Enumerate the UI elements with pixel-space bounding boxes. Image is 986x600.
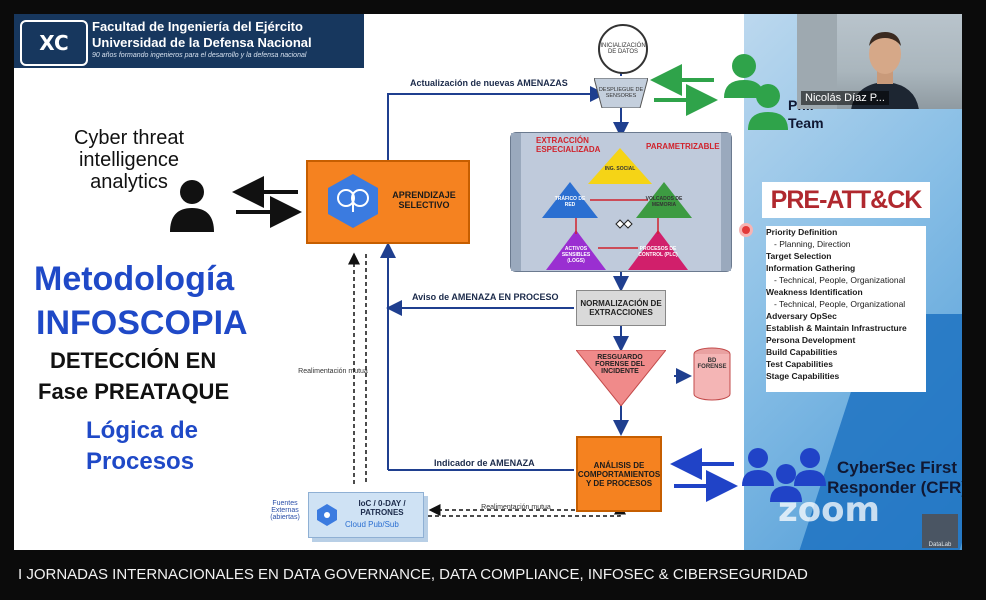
sensors-shape bbox=[594, 78, 648, 108]
learning-label: APRENDIZAJE SELECTIVO bbox=[392, 190, 456, 210]
param-label: PARAMETRIZABLE bbox=[646, 142, 720, 151]
init-circle: INICIALIZACIÓN DE DATOS bbox=[598, 24, 648, 74]
extraction-title: EXTRACCIÓN ESPECIALIZADA bbox=[536, 136, 601, 154]
datalab-logo: DataLab bbox=[922, 514, 958, 548]
resguardo-shape bbox=[576, 350, 666, 406]
title-deteccion: DETECCIÓN EN bbox=[50, 348, 217, 373]
realim-label-1: Realimentación mutua bbox=[298, 368, 368, 375]
header-line-1: Facultad de Ingeniería del Ejército bbox=[92, 19, 303, 34]
ioc-label: IoC / 0-DAY / PATRONES bbox=[358, 499, 406, 517]
brain-icon bbox=[328, 174, 378, 228]
pre-attack-list: Priority Definition - Planning, Directio… bbox=[766, 226, 926, 392]
pre-item: Adversary OpSec bbox=[766, 311, 837, 321]
title-logica: Lógica de bbox=[86, 417, 199, 444]
extraction-triangles bbox=[542, 148, 692, 270]
pre-item: Target Selection bbox=[766, 251, 832, 261]
pre-item: - Technical, People, Organizational bbox=[774, 275, 906, 285]
pre-item: - Planning, Direction bbox=[774, 239, 851, 249]
resguardo-label: RESGUARDO FORENSE DEL INCIDENTE bbox=[595, 354, 645, 375]
title-procesos: Procesos bbox=[86, 448, 195, 475]
panel-right-strip bbox=[721, 133, 731, 271]
indicador-label: Indicador de AMENAZA bbox=[434, 458, 535, 468]
tri-mem: VOLCADOS DE MEMORIA bbox=[645, 196, 683, 208]
realim-label-2: Realimentación mutua bbox=[481, 504, 551, 511]
pre-item: Weakness Identification bbox=[766, 287, 863, 297]
diagram-connectors bbox=[232, 49, 738, 517]
user-icon bbox=[170, 180, 214, 232]
analysis-box: ANÁLISIS DE COMPORTAMIENTOS Y DE PROCESO… bbox=[576, 436, 662, 512]
pre-item: Build Capabilities bbox=[766, 347, 838, 357]
responders-icon bbox=[742, 448, 826, 502]
learning-box: APRENDIZAJE SELECTIVO bbox=[306, 160, 470, 244]
pre-item: Test Capabilities bbox=[766, 359, 833, 369]
team-icon bbox=[724, 54, 788, 130]
tri-plc: PROCESOS DE CONTROL (PLC) bbox=[638, 246, 678, 258]
pointer-dot bbox=[742, 226, 750, 234]
tri-logs: ACTIVOS SENSIBLES (LOGS) bbox=[561, 246, 591, 264]
tri-red: TRÁFICO DE RED bbox=[554, 196, 586, 208]
title-infoscopia: INFOSCOPIA bbox=[36, 304, 248, 342]
cloud-label: Cloud Pub/Sub bbox=[345, 520, 399, 529]
header-tagline: 90 años formando ingenieros para el desa… bbox=[92, 52, 307, 59]
participant-name: Nicolás Díaz P... bbox=[801, 91, 889, 105]
zoom-watermark: zoom bbox=[778, 490, 880, 530]
cti-label: Cyber threat intelligence analytics bbox=[73, 127, 185, 193]
tri-social: ING. SOCIAL bbox=[604, 166, 636, 172]
pre-item: Information Gathering bbox=[766, 263, 856, 273]
pre-item: Establish & Maintain Infrastructure bbox=[766, 323, 907, 333]
cfr-label: CyberSec First Responder (CFR) bbox=[827, 458, 962, 497]
speaker-video-tile[interactable]: Nicolás Díaz P... bbox=[797, 14, 962, 109]
sensors-label: DESPLIEGUE DE SENSORES bbox=[598, 87, 644, 99]
title-fase-preataque: Fase PREATAQUE bbox=[38, 379, 230, 404]
normalization-box: NORMALIZACIÓN DE EXTRACCIONES bbox=[576, 290, 666, 326]
pubsub-icon bbox=[317, 504, 337, 526]
header-line-2: Universidad de la Defensa Nacional bbox=[92, 35, 312, 50]
pre-item: Persona Development bbox=[766, 335, 856, 345]
update-label: Actualización de nuevas AMENAZAS bbox=[410, 78, 568, 88]
bd-forense-label: BD FORENSE bbox=[697, 358, 727, 370]
faculty-header: XC Facultad de Ingeniería del Ejército U… bbox=[14, 14, 364, 68]
faculty-logo: XC bbox=[20, 20, 88, 66]
pre-item: Priority Definition bbox=[766, 227, 838, 237]
event-caption: I JORNADAS INTERNACIONALES EN DATA GOVER… bbox=[18, 566, 808, 583]
aviso-label: Aviso de AMENAZA EN PROCESO bbox=[412, 292, 559, 302]
fuentes-label: Fuentes Externas (abiertas) bbox=[270, 500, 300, 521]
pre-attack-logo: PRE-ATT&CK bbox=[762, 182, 930, 218]
title-metodologia: Metodología bbox=[34, 260, 235, 298]
pre-item: Stage Capabilities bbox=[766, 371, 840, 381]
database-icon bbox=[693, 347, 731, 401]
panel-left-strip bbox=[511, 133, 521, 271]
pre-item: - Technical, People, Organizational bbox=[774, 299, 906, 309]
ioc-box: IoC / 0-DAY / PATRONES Cloud Pub/Sub bbox=[308, 492, 424, 538]
